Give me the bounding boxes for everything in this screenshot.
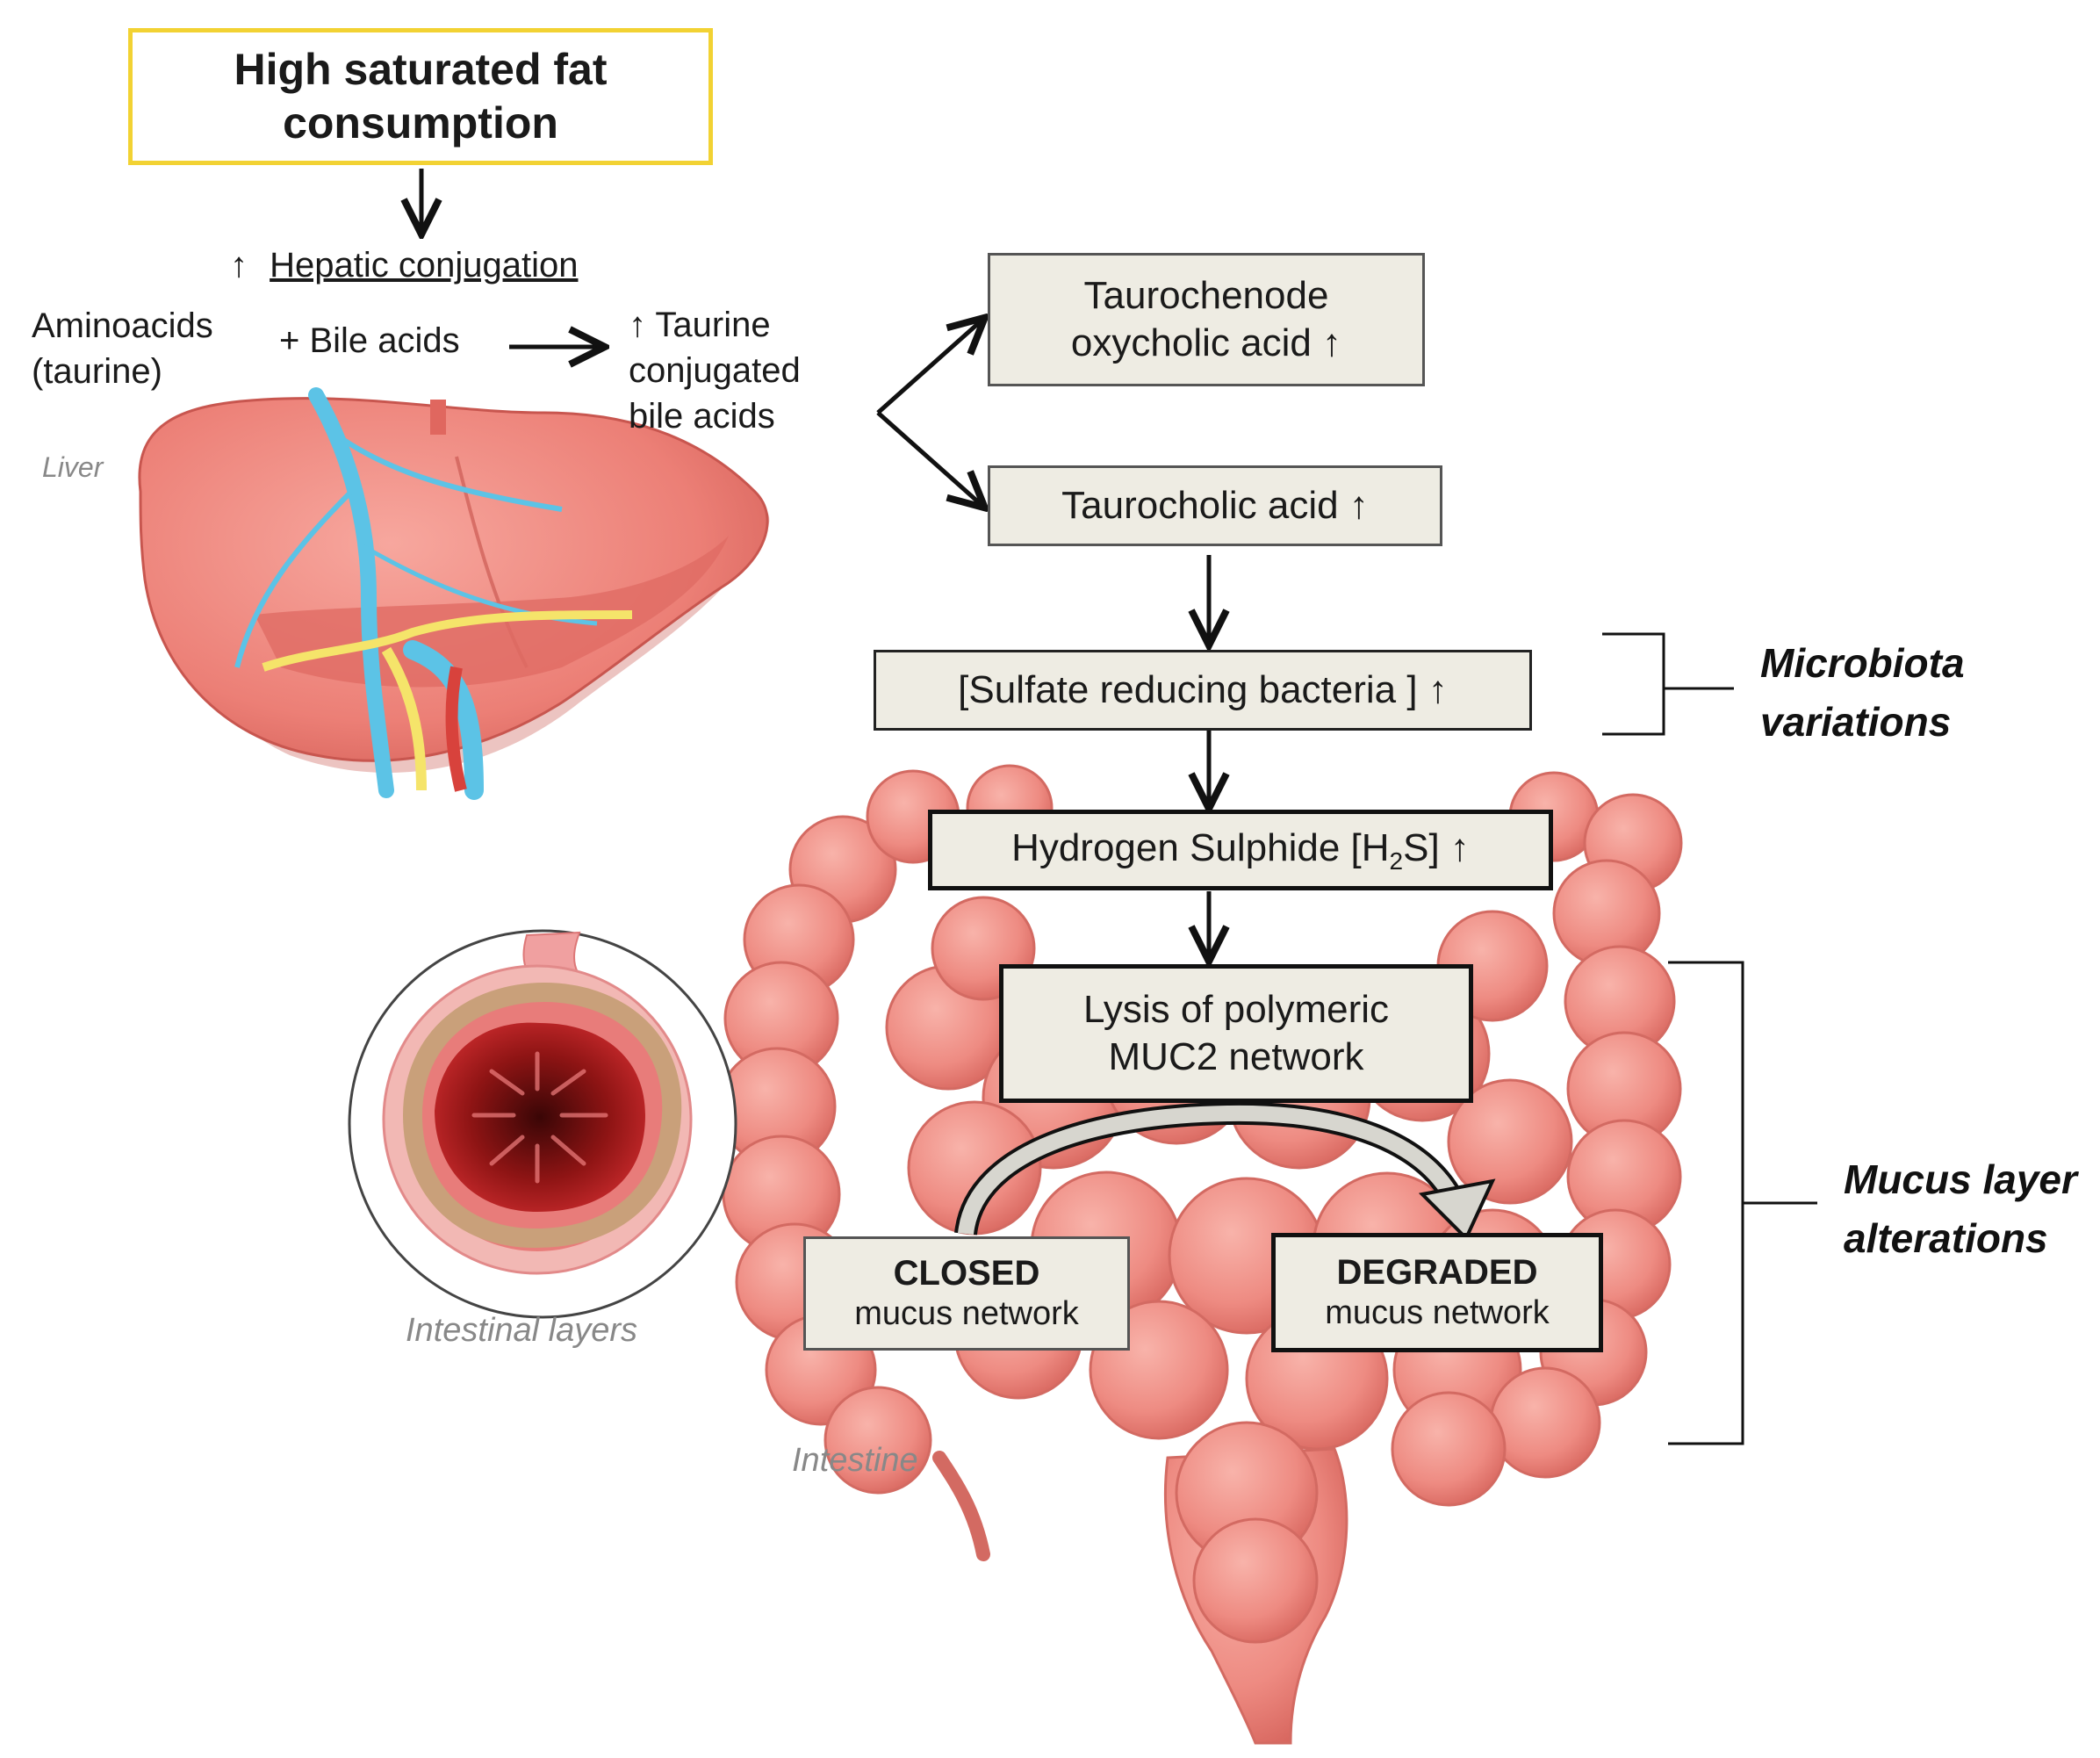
vessel-branch <box>341 436 563 512</box>
hepatic-artery <box>445 666 467 792</box>
sulfate-reducing-box: [Sulfate reducing bacteria ] ↑ <box>874 650 1532 731</box>
h2s-subscript: 2 <box>1389 847 1404 875</box>
hydrogen-sulphide-text: Hydrogen Sulphide [H2S] ↑ <box>1011 825 1470 876</box>
arrow-split-up <box>876 321 982 414</box>
h2s-prefix: Hydrogen Sulphide [H <box>1011 825 1390 869</box>
liver-caption: Liver <box>42 451 104 483</box>
vessel-branch <box>234 489 354 668</box>
degraded-subtitle: mucus network <box>1325 1294 1550 1332</box>
bile-duct <box>262 610 633 672</box>
taurochenode-text: Taurochenode oxycholic acid ↑ <box>1070 274 1342 364</box>
degraded-mucus-box: DEGRADED mucus network <box>1271 1233 1603 1352</box>
bracket-mucus <box>1668 961 1817 1445</box>
intestine-illustration <box>717 764 1683 1745</box>
arrow-split-down <box>876 411 982 505</box>
mucus-layer-alterations-label: Mucus layer alterations <box>1844 1156 2077 1261</box>
bile-acids-label: + Bile acids <box>279 321 460 360</box>
closed-subtitle: mucus network <box>854 1295 1079 1333</box>
closed-mucus-box: CLOSED mucus network <box>803 1236 1130 1351</box>
hepatic-conjugation-label: ↑ Hepatic conjugation <box>230 246 578 285</box>
degraded-title: DEGRADED <box>1336 1253 1538 1293</box>
bracket-microbiota <box>1602 632 1734 736</box>
lysis-muc2-text: Lysis of polymeric MUC2 network <box>1082 988 1390 1078</box>
sulfate-reducing-text: [Sulfate reducing bacteria ] ↑ <box>958 668 1448 712</box>
liver-illustration <box>138 387 770 800</box>
up-arrow-symbol: ↑ <box>230 246 248 285</box>
bile-duct <box>381 646 427 791</box>
h2s-suffix: S] ↑ <box>1403 825 1470 869</box>
taurochenode-box: Taurochenode oxycholic acid ↑ <box>988 253 1425 386</box>
microbiota-variations-label: Microbiota variations <box>1760 640 1965 745</box>
intestinal-layers-caption: Intestinal layers <box>406 1312 638 1349</box>
vena-cava <box>430 400 446 435</box>
high-saturated-fat-text: High saturated fat consumption <box>234 45 608 148</box>
taurocholic-box: Taurocholic acid ↑ <box>988 465 1442 546</box>
hepatic-conjugation-text: Hepatic conjugation <box>270 246 579 285</box>
taurine-conjugated-label: ↑ Taurine conjugated bile acids <box>629 306 801 436</box>
intestine-caption: Intestine <box>792 1442 918 1479</box>
high-saturated-fat-box: High saturated fat consumption <box>128 28 713 165</box>
aminoacids-label: Aminoacids (taurine) <box>32 306 213 391</box>
closed-to-degraded-arrow <box>954 1101 1496 1242</box>
flow-arrows <box>421 169 1209 957</box>
intestinal-layers-illustration <box>348 929 737 1319</box>
closed-title: CLOSED <box>893 1254 1040 1293</box>
taurocholic-text: Taurocholic acid ↑ <box>1061 484 1369 528</box>
hepatic-vein <box>308 387 394 798</box>
portal-vein <box>403 640 484 800</box>
hydrogen-sulphide-box: Hydrogen Sulphide [H2S] ↑ <box>928 810 1553 890</box>
lysis-muc2-box: Lysis of polymeric MUC2 network <box>999 964 1473 1103</box>
